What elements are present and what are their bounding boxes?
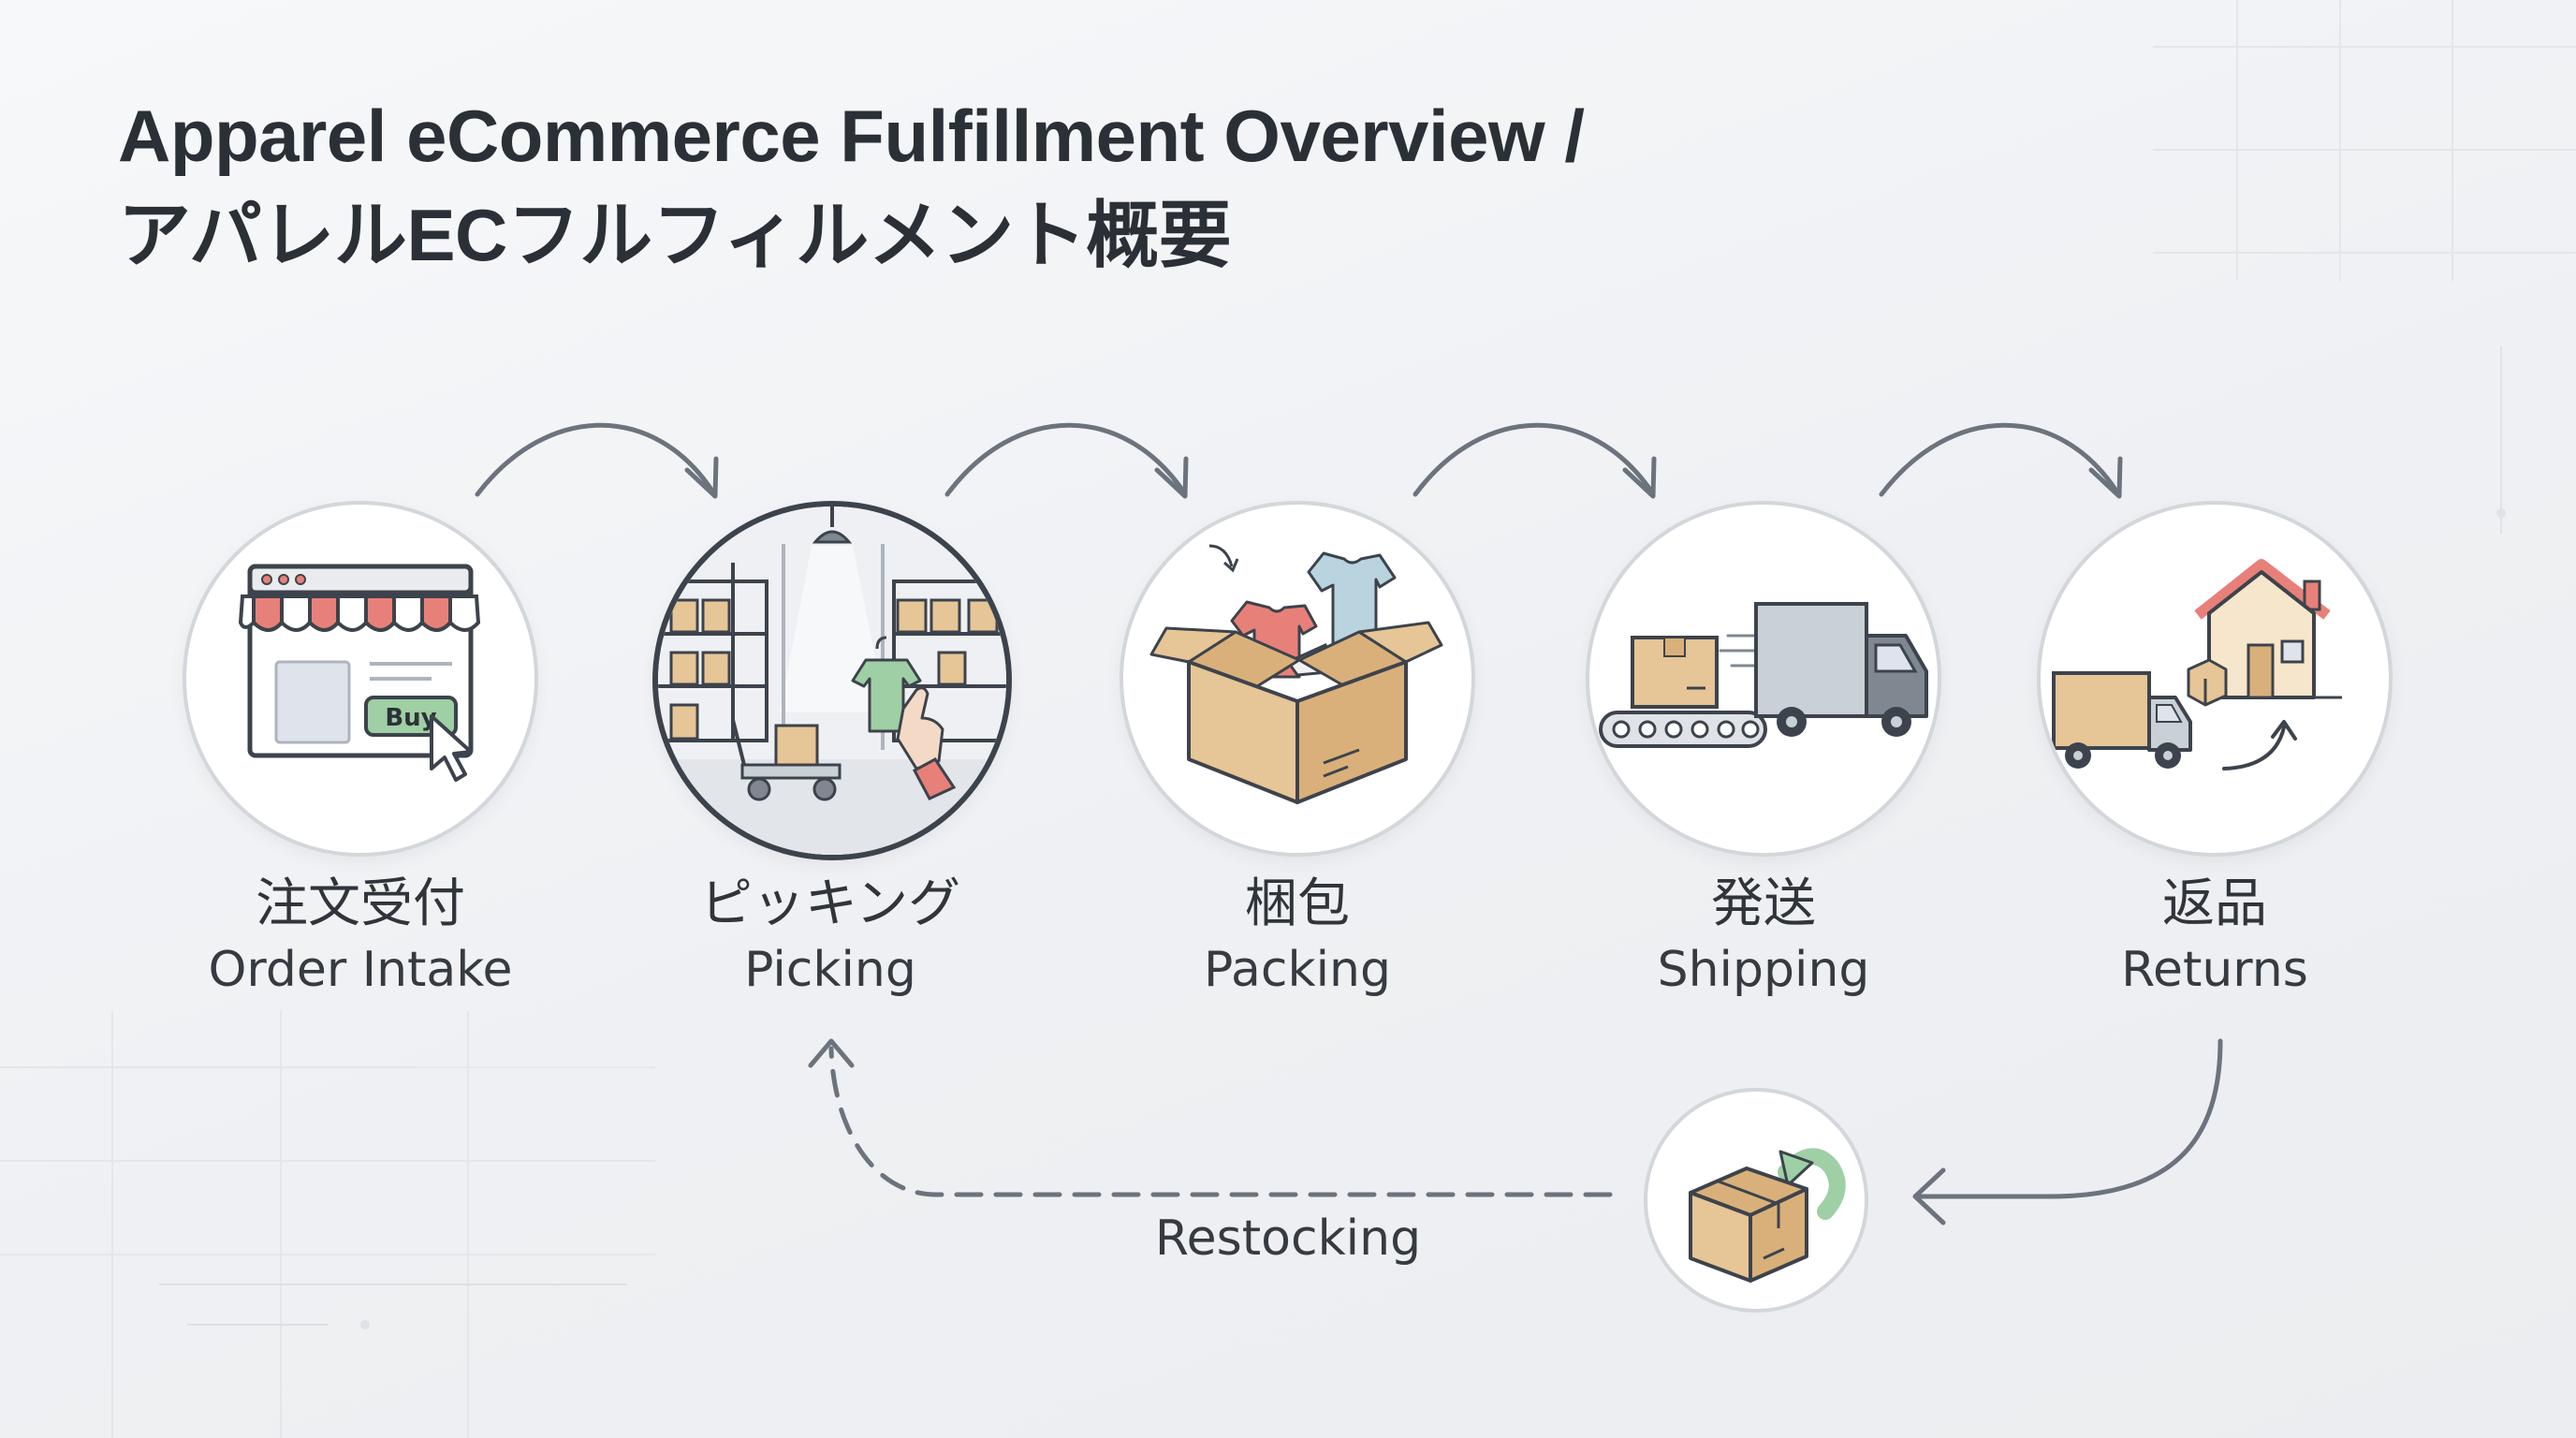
shipping-circle xyxy=(1586,501,1941,857)
stage-label-en: Order Intake xyxy=(208,942,513,998)
stage-label-ja: 梱包 xyxy=(1245,873,1350,934)
page-title: Apparel eCommerce Fulfillment Overview /… xyxy=(118,86,1585,285)
arrow-order-to-picking xyxy=(475,422,719,499)
stage-label-en: Packing xyxy=(1203,942,1391,998)
buy-button-label: Buy xyxy=(385,704,436,732)
packing-circle xyxy=(1120,501,1475,857)
stage-label-ja: ピッキング xyxy=(699,873,961,934)
arrow-packing-to-shipping xyxy=(1412,422,1657,499)
arrow-returns-to-restock xyxy=(1912,1038,2223,1225)
stage-picking: ピッキング Picking xyxy=(624,501,1036,1063)
stage-label-en: Shipping xyxy=(1657,942,1870,998)
stage-shipping: 発送 Shipping xyxy=(1558,501,1969,1063)
arrow-picking-to-packing xyxy=(944,422,1189,499)
box-return-arrow-icon xyxy=(1689,1148,1846,1283)
storefront-browser-icon: Buy xyxy=(238,564,481,782)
returns-circle xyxy=(2037,501,2393,857)
stage-label-ja: 発送 xyxy=(1711,873,1816,934)
title-line-ja: アパレルECフルフィルメント概要 xyxy=(118,194,1232,276)
stage-order-intake: Buy 注文受付 Order Intake xyxy=(154,501,566,1063)
picking-circle xyxy=(652,501,1012,860)
restock-circle xyxy=(1644,1088,1868,1313)
restock-label: Restocking xyxy=(1154,1211,1422,1267)
stage-label-en: Returns xyxy=(2121,942,2308,998)
title-line-en: Apparel eCommerce Fulfillment Overview / xyxy=(118,95,1585,177)
warehouse-shelves-icon xyxy=(658,506,1006,855)
stage-label-ja: 返品 xyxy=(2162,873,2267,934)
stage-packing: 梱包 Packing xyxy=(1091,501,1503,1063)
stage-label-en: Picking xyxy=(744,942,916,998)
arrow-restock-to-picking xyxy=(808,1038,1613,1197)
return-truck-house-icon xyxy=(2052,559,2342,770)
order-intake-circle: Buy xyxy=(183,501,538,857)
open-box-clothes-icon xyxy=(1149,544,1443,804)
stage-label-ja: 注文受付 xyxy=(256,873,465,934)
stage-returns: 返品 Returns xyxy=(2009,501,2421,1063)
arrow-shipping-to-returns xyxy=(1879,422,2123,499)
delivery-truck-icon xyxy=(1599,602,1928,748)
